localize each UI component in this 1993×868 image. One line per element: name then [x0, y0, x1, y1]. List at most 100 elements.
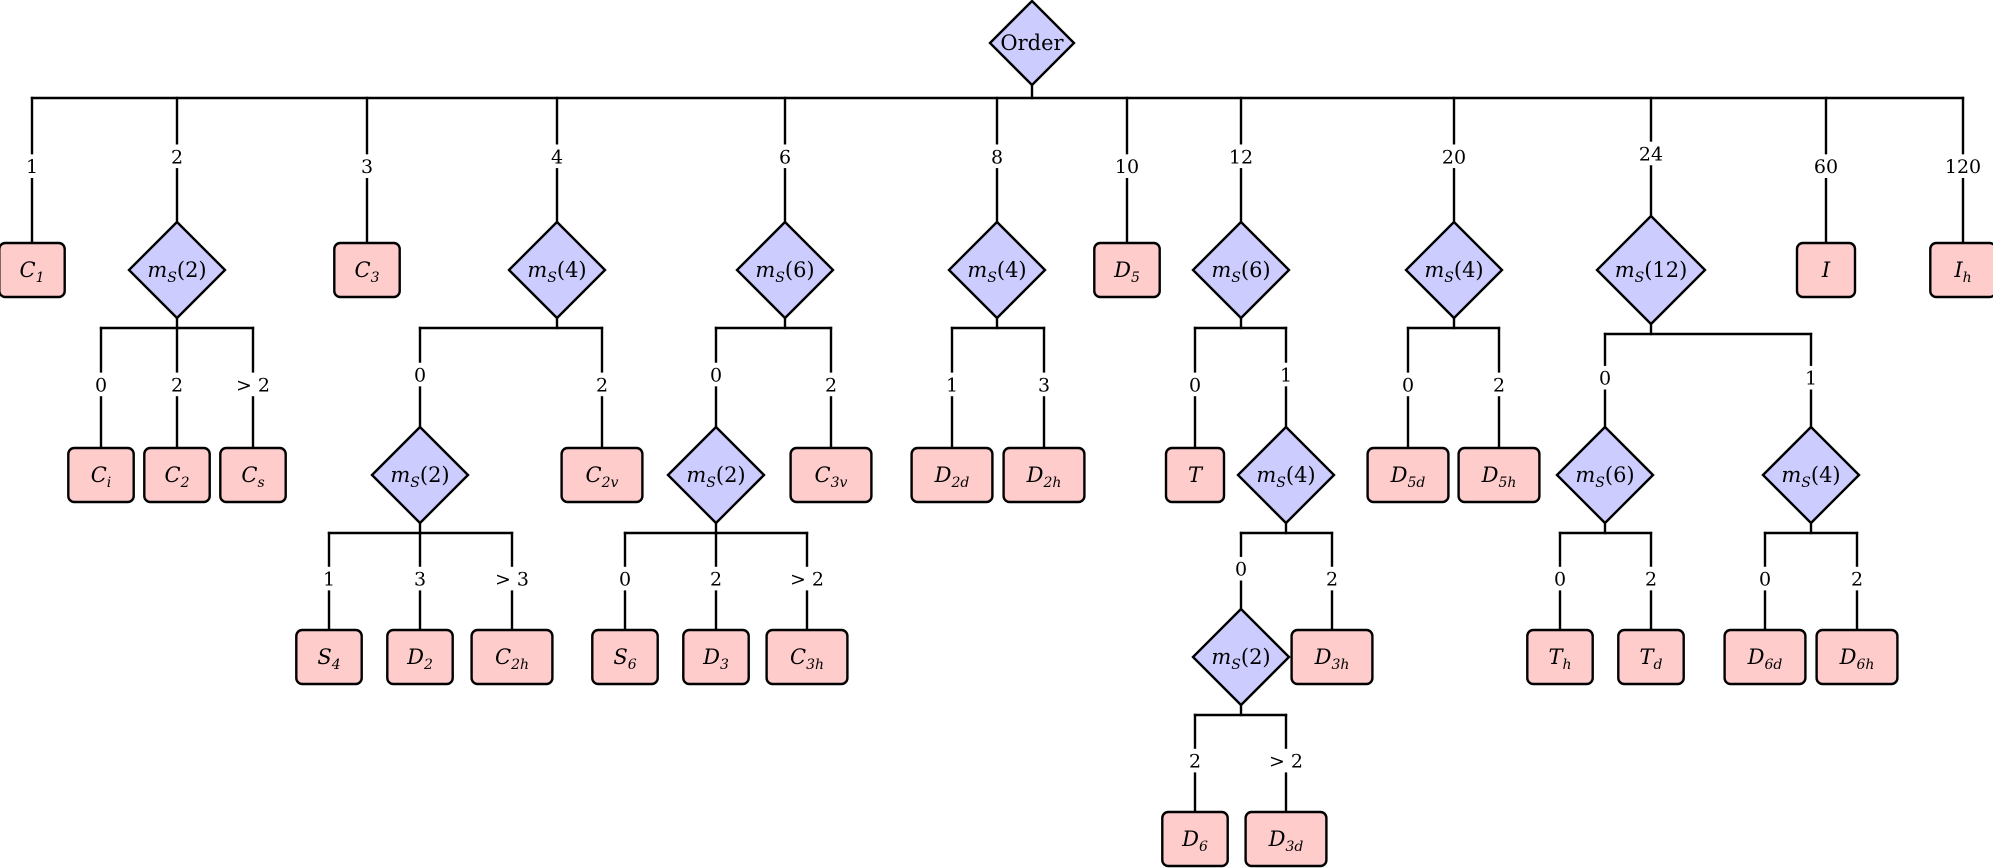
decision-node: mS(12) [1595, 214, 1707, 326]
edge-label: 1 [323, 569, 335, 591]
node-label: Td [1640, 645, 1663, 673]
leaf-node-ci: Ci [67, 446, 135, 504]
edge-label: 0 [1599, 368, 1611, 390]
node-label: C2h [495, 645, 529, 673]
edge-label: 2 [171, 374, 183, 396]
leaf-node-d5d: D5d [1366, 446, 1450, 504]
node-label: D3d [1268, 827, 1304, 855]
decision-node: mS(4) [1404, 220, 1504, 320]
node-label: D5 [1113, 258, 1140, 286]
edge-label: 10 [1115, 156, 1139, 178]
leaf-node-d5h: D5h [1457, 446, 1541, 504]
node-label: mS(12) [1615, 258, 1688, 286]
node-label: mS(2) [390, 463, 449, 491]
leaf-node-d2d: D2d [910, 446, 994, 504]
decision-node: mS(6) [735, 220, 835, 320]
node-label: Order [1000, 31, 1064, 55]
node-label: mS(6) [1575, 463, 1634, 491]
node-label: D2 [406, 645, 433, 673]
edge-label: 1 [946, 374, 958, 396]
leaf-node-c3v: C3v [789, 446, 873, 504]
node-label: T [1188, 463, 1204, 487]
decision-node: mS(6) [1555, 425, 1655, 525]
leaf-node-d2h: D2h [1002, 446, 1086, 504]
node-label: C3v [815, 463, 848, 491]
leaf-node-i: I [1795, 241, 1857, 299]
node-label: mS(4) [1256, 463, 1315, 491]
edge-label: 4 [551, 146, 563, 168]
edge-label: 2 [596, 374, 608, 396]
node-label: C2v [586, 463, 619, 491]
edge-label: 2 [710, 569, 722, 591]
decision-node: mS(2) [127, 220, 227, 320]
decision-node: mS(6) [1191, 220, 1291, 320]
leaf-node-cs: Cs [219, 446, 287, 504]
leaf-node-d2: D2 [386, 628, 454, 686]
node-label: C2 [165, 463, 190, 491]
leaf-node-c2v: C2v [560, 446, 644, 504]
node-label: mS(4) [1424, 258, 1483, 286]
leaf-node-td: Td [1617, 628, 1685, 686]
edge-label: 3 [361, 156, 373, 178]
node-label: Ih [1953, 258, 1971, 286]
edge-label: 0 [1189, 374, 1201, 396]
leaf-node-s4: S4 [295, 628, 363, 686]
leaf-node-c3h: C3h [765, 628, 849, 686]
leaf-node-d6: D6 [1161, 810, 1229, 868]
node-label: D2h [1026, 463, 1062, 491]
edge-label: 3 [1038, 374, 1050, 396]
node-label: mS(4) [1781, 463, 1840, 491]
leaf-node-c2: C2 [143, 446, 211, 504]
leaf-node-ih: Ih [1929, 241, 1993, 299]
edge-label: 2 [1645, 569, 1657, 591]
decision-node: mS(2) [666, 425, 766, 525]
node-label: D2d [934, 463, 970, 491]
node-label: D6d [1747, 645, 1783, 673]
edge-label: 0 [1402, 374, 1414, 396]
node-label: mS(4) [527, 258, 586, 286]
edge-label: 1 [1280, 365, 1292, 387]
node-label: S4 [317, 645, 340, 673]
node-label: mS(6) [1211, 258, 1270, 286]
node-label: C3 [355, 258, 380, 286]
edge-label: > 2 [236, 374, 270, 396]
leaf-node-th: Th [1526, 628, 1594, 686]
edge-label: > 2 [790, 569, 824, 591]
decision-node: mS(4) [1236, 425, 1336, 525]
edge-label: 2 [1851, 569, 1863, 591]
leaf-node-d5: D5 [1093, 241, 1161, 299]
edge-label: 2 [171, 146, 183, 168]
node-label: mS(4) [967, 258, 1026, 286]
node-label: Th [1548, 645, 1571, 673]
leaf-node-t: T [1164, 446, 1226, 504]
node-label: C3h [790, 645, 824, 673]
leaf-node-d3h: D3h [1290, 628, 1374, 686]
node-label: I [1821, 258, 1831, 282]
node-label: D5h [1481, 463, 1517, 491]
edge-label: 1 [26, 156, 38, 178]
edge-label: 20 [1442, 146, 1466, 168]
decision-node: mS(4) [1761, 425, 1861, 525]
edge-label: 60 [1814, 156, 1838, 178]
edge-label: 2 [1493, 374, 1505, 396]
node-label: D6h [1839, 645, 1875, 673]
node-label: mS(2) [147, 258, 206, 286]
edge-label: 2 [825, 374, 837, 396]
root-order-node: Order [988, 0, 1076, 87]
edge-label: 0 [1235, 559, 1247, 581]
edge-label: > 3 [495, 569, 529, 591]
edge-label: 120 [1945, 156, 1981, 178]
edge-label: 3 [414, 569, 426, 591]
decision-node: mS(2) [370, 425, 470, 525]
node-label: Ci [91, 463, 112, 491]
edge-label: > 2 [1269, 751, 1303, 773]
decision-node: mS(2) [1191, 607, 1291, 707]
leaf-node-c2h: C2h [470, 628, 554, 686]
edge-label: 1 [1805, 368, 1817, 390]
node-label: mS(2) [686, 463, 745, 491]
edge-label: 0 [1759, 569, 1771, 591]
leaf-node-c3: C3 [333, 241, 401, 299]
